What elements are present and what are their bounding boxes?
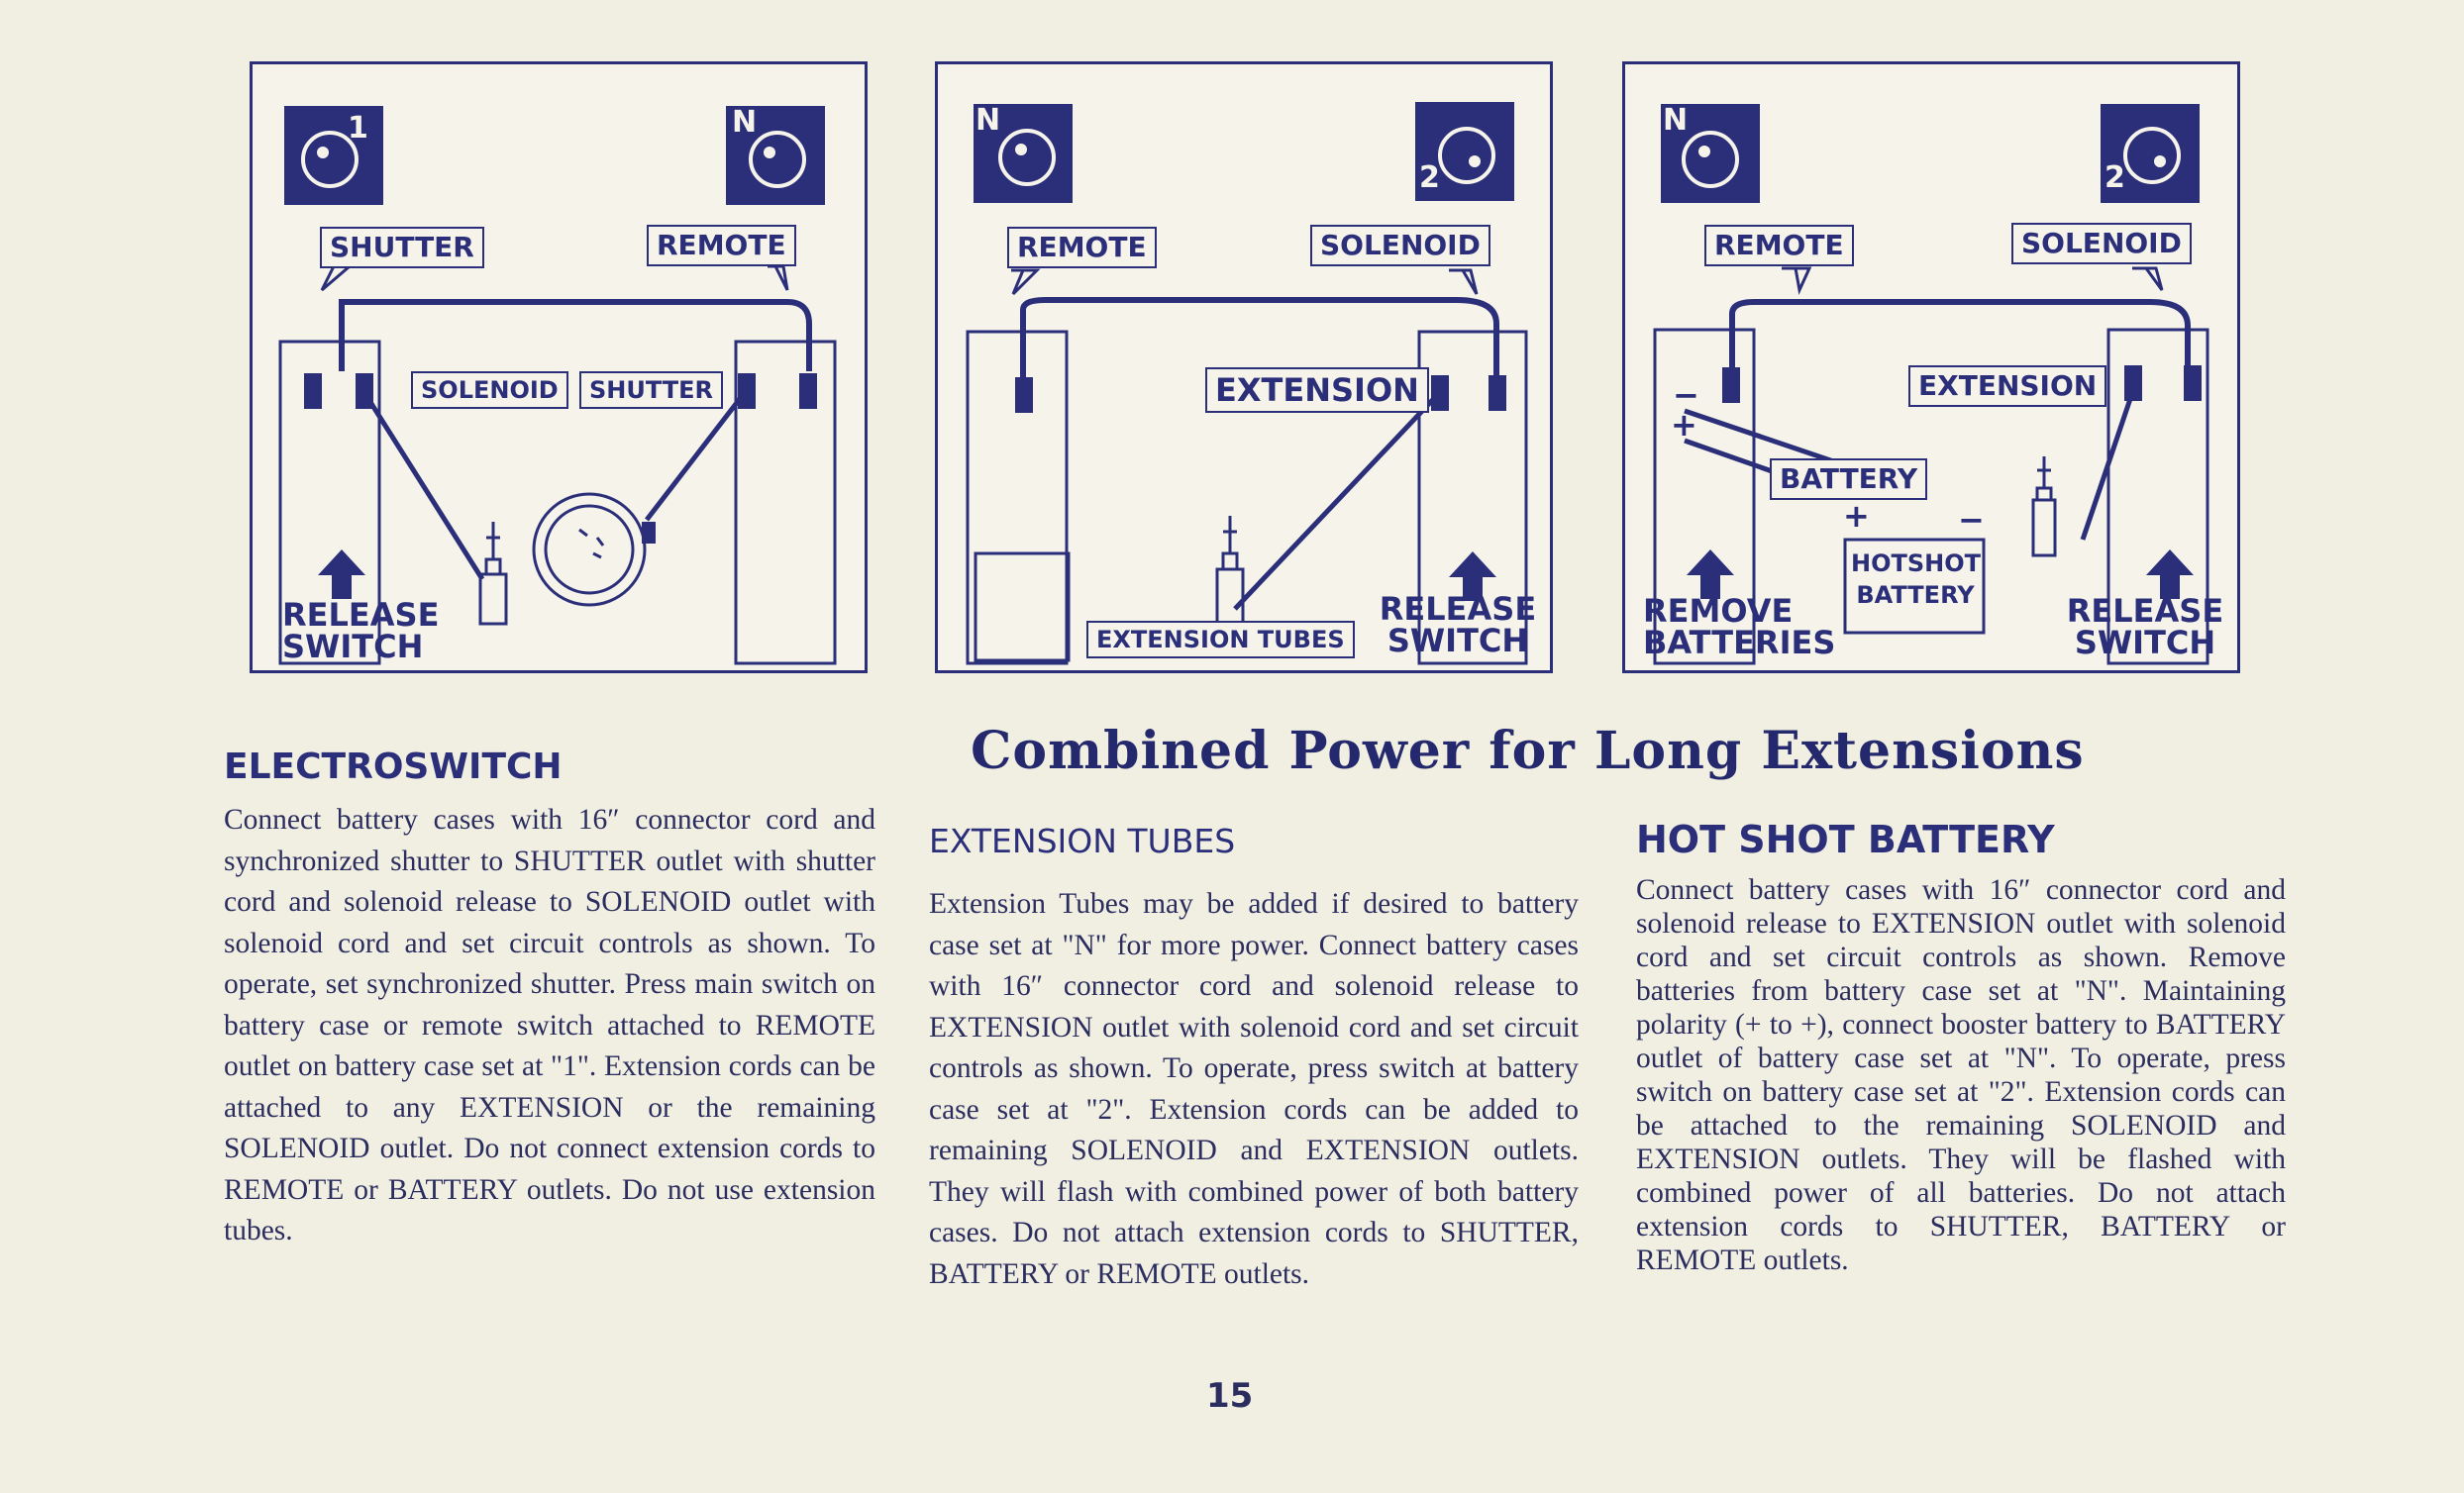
label-solenoid-top: SOLENOID (1310, 225, 1490, 266)
badge-left-letter: N (1663, 103, 1689, 138)
label-shutter-top: SHUTTER (320, 227, 484, 268)
paragraph-extension-tubes: Extension Tubes may be added if desired … (929, 888, 1579, 1290)
polarity-plus-right: + (1843, 497, 1870, 535)
badge-right-letter: N (732, 105, 758, 140)
label-solenoid-top: SOLENOID (2011, 223, 2192, 264)
label-release-switch: RELEASE SWITCH (282, 596, 440, 665)
diagram-extension-tubes-lines (966, 102, 1528, 665)
badge-right-number: 2 (1419, 160, 1440, 195)
text-extension-tubes: Extension Tubes may be added if desired … (929, 884, 1579, 1295)
label-remote-top: REMOTE (1704, 225, 1854, 266)
label-remote-top: REMOTE (647, 225, 796, 266)
label-remote-top: REMOTE (1007, 227, 1157, 268)
main-title: Combined Power for Long Extensions (971, 721, 2085, 781)
paragraph-hot-shot-battery: Connect battery cases with 16″ connector… (1636, 874, 2286, 1276)
badge-right-number: 2 (2105, 160, 2125, 195)
diagram-electroswitch: 1 N SHUTTER REMOTE SOLENOID SHUTTER RELE… (250, 61, 868, 673)
paragraph-electroswitch: Connect battery cases with 16″ connector… (224, 804, 875, 1246)
label-extension-mid: EXTENSION (1908, 365, 2107, 407)
heading-hot-shot-battery: HOT SHOT BATTERY (1636, 818, 2055, 861)
heading-extension-tubes: EXTENSION TUBES (929, 822, 1236, 860)
label-battery: BATTERY (1770, 458, 1928, 500)
diagram-hotshot-battery: N 2 REMOTE SOLENOID EXTENSION BATTERY HO… (1622, 61, 2240, 673)
diagram-electroswitch-lines (278, 106, 837, 665)
polarity-minus-left: − (1673, 376, 1699, 414)
label-hotshot-battery: HOTSHOT BATTERY (1851, 549, 1982, 609)
label-solenoid-mid: SOLENOID (411, 371, 568, 409)
text-hot-shot-battery: Connect battery cases with 16″ connector… (1636, 873, 2286, 1277)
text-electroswitch: Connect battery cases with 16″ connector… (224, 800, 875, 1252)
polarity-minus-right: − (1958, 501, 1985, 539)
label-extension-mid: EXTENSION (1205, 367, 1429, 413)
label-release-switch: RELEASE SWITCH (2066, 592, 2224, 661)
label-shutter-mid: SHUTTER (579, 371, 724, 409)
label-remove-batteries: REMOVE BATTERIES (1643, 592, 1836, 661)
diagram-extension-tubes: N 2 REMOTE SOLENOID EXTENSION EXTENSION … (935, 61, 1553, 673)
label-extension-tubes: EXTENSION TUBES (1086, 621, 1355, 658)
page-number: 15 (1206, 1376, 1254, 1416)
polarity-plus-left: + (1671, 406, 1697, 444)
badge-left-letter: N (975, 103, 1001, 138)
label-release-switch: RELEASE SWITCH (1379, 590, 1537, 659)
badge-left-number: 1 (348, 111, 368, 146)
heading-electroswitch: ELECTROSWITCH (224, 746, 563, 787)
